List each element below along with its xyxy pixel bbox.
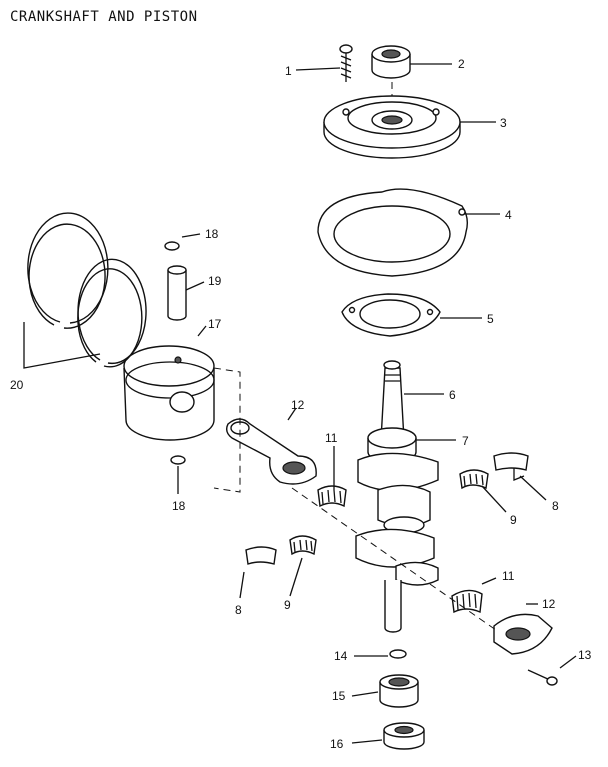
part-circlip-top (164, 241, 180, 251)
callout-9-left: 9 (284, 598, 291, 612)
callout-labels: 1 2 3 4 5 6 7 8 8 9 9 11 11 12 12 13 14 … (10, 57, 592, 751)
callout-17: 17 (208, 317, 222, 331)
callout-7: 7 (462, 434, 469, 448)
callout-14: 14 (334, 649, 348, 663)
callout-5: 5 (487, 312, 494, 326)
part-connecting-rod (225, 418, 317, 485)
alignment-guide-rod (291, 487, 497, 631)
callout-16: 16 (330, 737, 344, 751)
callout-18-top: 18 (205, 227, 219, 241)
callout-19: 19 (208, 274, 222, 288)
part-needle-cage-left (289, 535, 317, 556)
callout-6: 6 (449, 388, 456, 402)
part-needle-bearing-upper (317, 485, 347, 508)
callout-12-rod: 12 (291, 398, 305, 412)
callout-8-right: 8 (552, 499, 559, 513)
part-thin-gasket (341, 293, 441, 337)
part-screw (339, 44, 353, 82)
part-piston-rings (27, 212, 147, 368)
part-lower-seal (383, 722, 425, 750)
part-gasket (317, 188, 469, 277)
alignment-guide-piston (213, 367, 241, 493)
callout-4: 4 (505, 208, 512, 222)
part-lower-bearing (379, 674, 419, 708)
part-upper-housing (323, 95, 461, 159)
callout-13: 13 (578, 648, 592, 662)
callout-12-cap: 12 (542, 597, 556, 611)
callout-8-left: 8 (235, 603, 242, 617)
callout-20: 20 (10, 378, 24, 392)
part-bearing-shell-left (245, 546, 277, 565)
part-seal-top (371, 45, 411, 79)
leader-lines (23, 63, 577, 744)
part-piston-pin (167, 265, 187, 321)
part-needle-bearing-lower (451, 589, 483, 614)
callout-11-upper: 11 (325, 431, 338, 445)
part-bearing-shell-right (493, 452, 529, 481)
callout-11-lower: 11 (502, 569, 515, 583)
callout-1: 1 (285, 64, 292, 78)
part-cap-screw (527, 669, 558, 686)
callout-15: 15 (332, 689, 346, 703)
diagram-title: CRANKSHAFT AND PISTON (10, 9, 198, 25)
part-circlip-bottom (170, 455, 186, 465)
part-needle-cage-right (459, 469, 489, 490)
part-crankshaft (355, 360, 439, 633)
callout-3: 3 (500, 116, 507, 130)
callout-2: 2 (458, 57, 465, 71)
part-piston (123, 345, 215, 441)
callout-9-right: 9 (510, 513, 517, 527)
part-o-ring (389, 649, 407, 659)
callout-18-bottom: 18 (172, 499, 186, 513)
part-rod-cap (493, 613, 553, 655)
